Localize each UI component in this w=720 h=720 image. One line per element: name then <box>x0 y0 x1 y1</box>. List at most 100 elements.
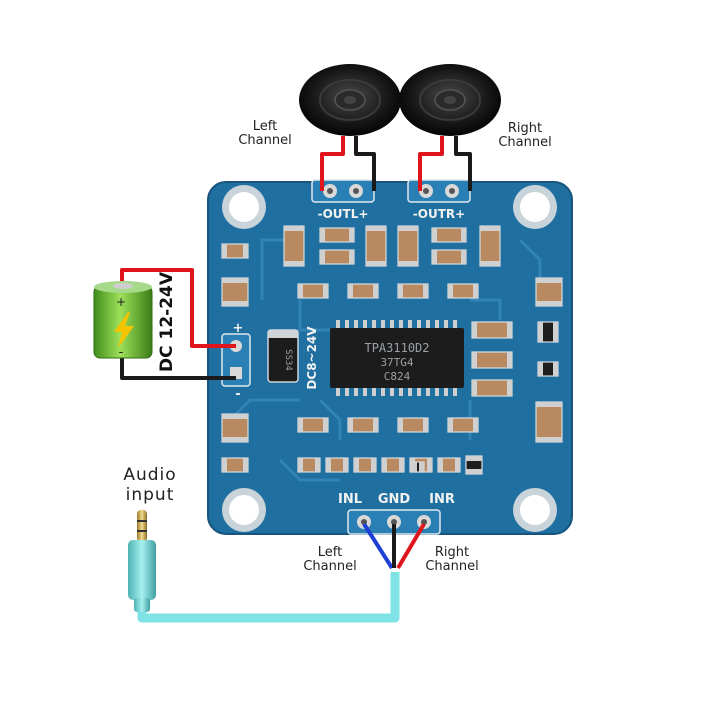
left-channel-top-label-2: Channel <box>238 133 291 148</box>
smd-pad <box>461 228 466 242</box>
battery-voltage-label: DC 12-24V <box>157 271 177 372</box>
chip-pin <box>399 320 403 328</box>
smd-pad <box>243 244 248 258</box>
mounting-hole-tl <box>222 185 266 229</box>
smd-component <box>283 225 305 267</box>
smd-pad <box>284 261 304 266</box>
right-channel-bottom-label-1: Right <box>435 545 469 560</box>
smd-pad <box>432 228 437 242</box>
smd-pad <box>448 284 453 298</box>
smd-pad <box>553 322 558 342</box>
smd-pad <box>423 418 428 432</box>
left-channel-bottom-label-2: Channel <box>303 559 356 574</box>
right-input-red-wire <box>396 522 426 570</box>
lightning-icon <box>114 312 134 348</box>
smd-component <box>397 225 419 267</box>
smd-pad <box>222 458 227 472</box>
smd-pad <box>298 284 303 298</box>
chip-pin <box>363 388 367 396</box>
right-channel-top-label-1: Right <box>508 121 542 136</box>
smd-pad <box>284 226 304 231</box>
smd-pad <box>536 437 562 442</box>
smd-pad <box>371 458 376 472</box>
smd-component <box>431 249 467 265</box>
chip-pin <box>426 320 430 328</box>
smd-pad <box>472 322 477 338</box>
outl-silk-label: -OUTL+ <box>318 207 369 221</box>
chip-pin <box>345 388 349 396</box>
smd-pad <box>507 380 512 396</box>
chip-pin <box>354 388 358 396</box>
smd-pad <box>222 437 248 442</box>
smd-pad <box>366 226 386 231</box>
smd-pad <box>398 418 403 432</box>
chip-pin <box>381 320 385 328</box>
smd-component <box>319 249 355 265</box>
smd-pad <box>536 301 562 306</box>
smd-pad <box>472 380 477 396</box>
smd-pad <box>466 469 482 474</box>
right-channel-bottom-label-2: Channel <box>425 559 478 574</box>
outr-silk-label: -OUTR+ <box>413 207 465 221</box>
power-wires <box>120 268 236 380</box>
smd-pad <box>398 261 418 266</box>
smd-components <box>221 225 563 475</box>
inl-silk: INL <box>338 492 362 507</box>
chip-pin <box>417 320 421 328</box>
smd-component <box>431 227 467 243</box>
power-plus-silk: + <box>233 321 244 336</box>
smd-pad <box>466 456 482 461</box>
chip-pin <box>336 388 340 396</box>
smd-pad <box>432 250 437 264</box>
smd-pad <box>455 458 460 472</box>
smd-pad <box>553 362 558 376</box>
mounting-hole-bl <box>222 488 266 532</box>
mounting-hole-br <box>513 488 557 532</box>
chip-pin <box>453 320 457 328</box>
smd-pad <box>354 458 359 472</box>
diode-ss34: SS34 <box>267 329 299 383</box>
chip-pin <box>444 320 448 328</box>
inr-silk: INR <box>429 492 455 507</box>
right-speaker <box>399 64 501 136</box>
chip-pin <box>390 320 394 328</box>
smd-pad <box>323 418 328 432</box>
smd-pad <box>366 261 386 266</box>
smd-pad <box>398 284 403 298</box>
smd-pad <box>473 284 478 298</box>
left-channel-top-label-1: Left <box>253 119 277 134</box>
chip-pin <box>426 388 430 396</box>
smd-pad <box>349 250 354 264</box>
smd-pad <box>461 250 466 264</box>
chip-pin <box>399 388 403 396</box>
audio-input-wires <box>362 522 426 570</box>
diode-text: SS34 <box>283 349 293 371</box>
battery-plus: + <box>116 295 126 309</box>
chip-pin <box>363 320 367 328</box>
smd-pad <box>323 284 328 298</box>
smd-component <box>319 227 355 243</box>
left-speaker-red-wire <box>320 136 345 191</box>
right-speaker-red-wire <box>418 136 444 191</box>
chip-pin <box>453 388 457 396</box>
smd-pad <box>412 462 417 472</box>
smd-pad <box>348 418 353 432</box>
chip-pin <box>372 388 376 396</box>
outr-terminal <box>407 179 471 203</box>
outl-terminal <box>311 179 375 203</box>
smd-pad <box>298 458 303 472</box>
left-speaker <box>299 64 401 136</box>
smd-component <box>471 321 513 339</box>
chip-pin <box>435 388 439 396</box>
audio-input-label-1: Audio <box>123 465 176 485</box>
smd-pad <box>298 418 303 432</box>
smd-pad <box>473 418 478 432</box>
smd-pad <box>326 458 331 472</box>
power-range-silk: DC8~24V <box>305 326 319 390</box>
audio-input-label-2: input <box>126 485 175 505</box>
amplifier-chip: TPA3110D2 37TG4 C824 <box>330 320 464 396</box>
chip-pin <box>390 388 394 396</box>
power-minus-silk: - <box>235 387 240 402</box>
smd-pad <box>315 458 320 472</box>
chip-pin <box>381 388 385 396</box>
